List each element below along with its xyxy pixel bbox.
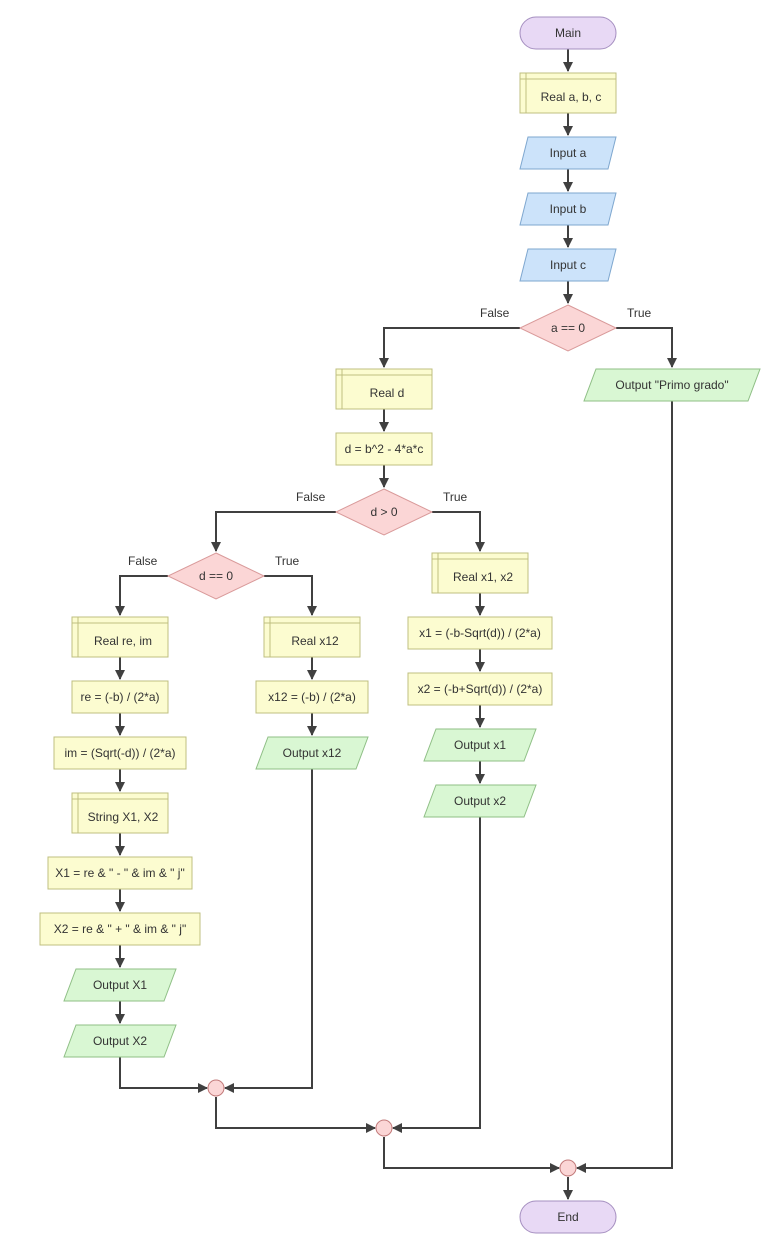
- declare-reim-node[interactable]: Real re, im: [71, 616, 169, 658]
- assign-X2-node[interactable]: X2 = re & " + " & im & " j": [39, 912, 201, 946]
- declare-d-label: Real d: [370, 386, 405, 400]
- output-x2-node[interactable]: Output x2: [423, 784, 537, 818]
- declare-abc-label: Real a, b, c: [541, 90, 602, 104]
- assign-x1-node[interactable]: x1 = (-b-Sqrt(d)) / (2*a): [407, 616, 553, 650]
- assign-d-node[interactable]: d = b^2 - 4*a*c: [335, 432, 433, 466]
- assign-im-node[interactable]: im = (Sqrt(-d)) / (2*a): [53, 736, 187, 770]
- end-terminal[interactable]: End: [519, 1200, 617, 1234]
- edge-merge2-merge3: [383, 1137, 560, 1173]
- input-c-node[interactable]: Input c: [519, 248, 617, 282]
- edge-conda-false: [379, 327, 520, 368]
- decision-d-positive-label: d > 0: [370, 505, 397, 519]
- declare-x1x2-label: Real x1, x2: [453, 570, 513, 584]
- input-a-node[interactable]: Input a: [519, 136, 617, 170]
- edge-outputprimo-merge3: [576, 401, 673, 1173]
- decision-d-zero[interactable]: d == 0: [166, 552, 266, 600]
- assign-x1-label: x1 = (-b-Sqrt(d)) / (2*a): [419, 626, 541, 640]
- output-x12-node[interactable]: Output x12: [255, 736, 369, 770]
- assign-x12-label: x12 = (-b) / (2*a): [268, 690, 356, 704]
- merge-point-d-zero: [207, 1079, 225, 1097]
- assign-X1-node[interactable]: X1 = re & " - " & im & " j": [47, 856, 193, 890]
- output-x2-label: Output x2: [454, 794, 506, 808]
- output-X2-label: Output X2: [93, 1034, 147, 1048]
- edge-outputx2-merge2: [392, 817, 481, 1133]
- edge-outputx12-merge1: [224, 769, 313, 1093]
- declare-d-node[interactable]: Real d: [335, 368, 433, 410]
- assign-re-label: re = (-b) / (2*a): [80, 690, 159, 704]
- d-zero-true-label: True: [275, 554, 300, 568]
- edge-conddzero-true: [264, 575, 317, 616]
- output-x12-label: Output x12: [283, 746, 342, 760]
- edge-conddpos-true: [432, 511, 485, 552]
- main-terminal[interactable]: Main: [519, 16, 617, 50]
- a-zero-false-label: False: [480, 306, 510, 320]
- input-b-label: Input b: [550, 202, 587, 216]
- d-positive-true-label: True: [443, 490, 468, 504]
- assign-x2-node[interactable]: x2 = (-b+Sqrt(d)) / (2*a): [407, 672, 553, 706]
- edge-conddpos-false: [211, 511, 336, 552]
- main-label: Main: [555, 26, 581, 40]
- output-X1-label: Output X1: [93, 978, 147, 992]
- declare-reim-label: Real re, im: [94, 634, 152, 648]
- declare-x12-label: Real x12: [291, 634, 339, 648]
- assign-x12-node[interactable]: x12 = (-b) / (2*a): [255, 680, 369, 714]
- declare-x12-node[interactable]: Real x12: [263, 616, 361, 658]
- assign-re-node[interactable]: re = (-b) / (2*a): [71, 680, 169, 714]
- edge-merge1-merge2: [215, 1097, 376, 1133]
- edge-outputX2-merge1: [119, 1057, 208, 1093]
- edge-conda-true: [616, 327, 677, 368]
- output-x1-label: Output x1: [454, 738, 506, 752]
- assign-X1-label: X1 = re & " - " & im & " j": [55, 866, 184, 880]
- end-label: End: [557, 1210, 578, 1224]
- input-b-node[interactable]: Input b: [519, 192, 617, 226]
- assign-im-label: im = (Sqrt(-d)) / (2*a): [64, 746, 175, 760]
- input-c-label: Input c: [550, 258, 586, 272]
- output-X1-node[interactable]: Output X1: [63, 968, 177, 1002]
- d-positive-false-label: False: [296, 490, 326, 504]
- decision-d-positive[interactable]: d > 0: [334, 488, 434, 536]
- decision-a-zero[interactable]: a == 0: [518, 304, 618, 352]
- output-x1-node[interactable]: Output x1: [423, 728, 537, 762]
- declare-X1X2-node[interactable]: String X1, X2: [71, 792, 169, 834]
- assign-d-label: d = b^2 - 4*a*c: [345, 442, 424, 456]
- assign-X2-label: X2 = re & " + " & im & " j": [54, 922, 186, 936]
- declare-abc-node[interactable]: Real a, b, c: [519, 72, 617, 114]
- edge-conddzero-false: [115, 575, 168, 616]
- decision-d-zero-label: d == 0: [199, 569, 233, 583]
- declare-X1X2-label: String X1, X2: [88, 810, 159, 824]
- declare-x1x2-node[interactable]: Real x1, x2: [431, 552, 529, 594]
- merge-point-a-zero: [559, 1159, 577, 1177]
- assign-x2-label: x2 = (-b+Sqrt(d)) / (2*a): [418, 682, 543, 696]
- edges: [115, 49, 677, 1200]
- merge-point-d-positive: [375, 1119, 393, 1137]
- d-zero-false-label: False: [128, 554, 158, 568]
- output-X2-node[interactable]: Output X2: [63, 1024, 177, 1058]
- output-primo-label: Output "Primo grado": [615, 378, 728, 392]
- a-zero-true-label: True: [627, 306, 652, 320]
- input-a-label: Input a: [550, 146, 587, 160]
- output-primo-node[interactable]: Output "Primo grado": [583, 368, 761, 402]
- decision-a-zero-label: a == 0: [551, 321, 585, 335]
